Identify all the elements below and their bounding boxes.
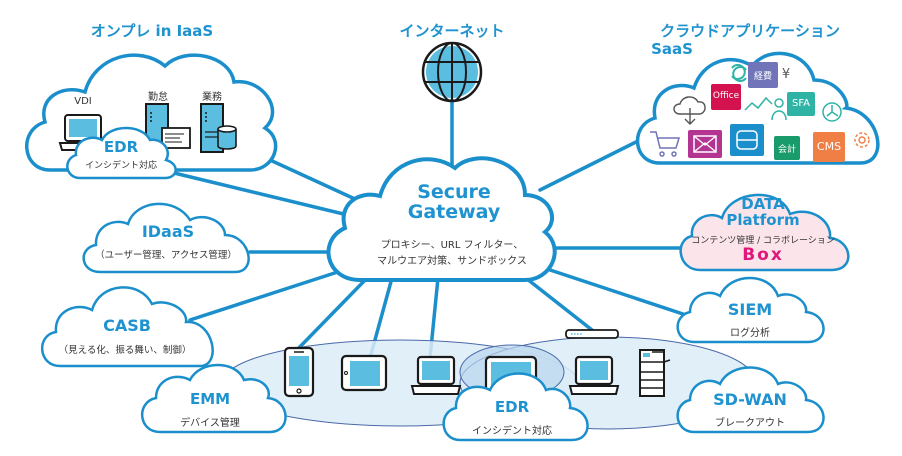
smartphone-icon (283, 346, 315, 398)
line-router (520, 273, 594, 332)
yen-icon: ¥ (781, 67, 791, 82)
line-device-phone (288, 273, 372, 359)
siem-title: SIEM (727, 300, 773, 319)
attendance-label: 勤怠 (148, 92, 168, 103)
line-saas (538, 138, 642, 192)
idaas-title: IDaaS (141, 222, 195, 241)
box-brand-logo: Box (742, 245, 784, 265)
accounting-app-tile (774, 136, 800, 160)
cms-app-tile (813, 132, 845, 162)
data-platform-title-line2: Platform (726, 211, 800, 229)
sfa-app-tile (787, 92, 815, 116)
vdi-label: VDI (74, 96, 92, 107)
casb-title: CASB (103, 316, 151, 335)
laptop-icon-2 (568, 355, 620, 395)
sfa-label: SFA (791, 98, 811, 109)
expense-app-tile (748, 62, 778, 88)
secure-gateway-cloud (326, 156, 557, 282)
onprem-header: オンプレ in IaaS (90, 22, 214, 40)
office-app-tile (711, 84, 741, 110)
laptop-icon (410, 355, 462, 395)
casb-sub: （見える化、振る舞い、制御） (58, 345, 192, 356)
idaas-cloud (82, 202, 250, 274)
data-platform-sub: コンテンツ管理 / コラボレーション (691, 236, 835, 246)
globe-icon (421, 41, 483, 103)
clock-icon (822, 102, 842, 122)
bottom-edr-cloud (442, 372, 589, 442)
gateway-title-line2: Gateway (407, 201, 501, 223)
trend-user-icon (744, 96, 787, 121)
onprem-edr-cloud (66, 126, 177, 180)
business-label: 業務 (202, 92, 222, 103)
sdwan-title: SD-WAN (713, 390, 787, 409)
accounting-label: 会計 (777, 145, 797, 155)
sync-icon (731, 64, 747, 82)
line-siem (533, 263, 697, 320)
database-app-tile (730, 124, 764, 156)
siem-sub: ログ分析 (730, 328, 770, 339)
saas-header-line1: クラウドアプリケーション (660, 22, 840, 40)
data-platform-cloud (679, 193, 850, 272)
line-onprem-edr (168, 170, 362, 220)
office-label: Office (712, 91, 740, 101)
cart-icon (650, 131, 681, 157)
attendance-server-icon (145, 103, 191, 149)
saas-header-line2: SaaS (651, 40, 693, 58)
router-icon (565, 329, 619, 339)
sdwan-cloud (676, 366, 825, 434)
siem-cloud (676, 276, 825, 344)
emm-sub: デバイス管理 (180, 418, 240, 429)
mail-app-tile (688, 130, 722, 158)
gateway-title-line1: Secure (417, 181, 491, 203)
internet-header: インターネット (399, 22, 505, 40)
printer-icon (639, 349, 671, 397)
cloud-download-icon (673, 96, 706, 125)
idaas-sub: （ユーザー管理、アクセス管理） (95, 250, 237, 261)
data-platform-title-line1: DATA (741, 195, 785, 213)
onprem-edr-title: EDR (103, 138, 139, 156)
cms-label: CMS (816, 140, 842, 153)
bottom-edr-title: EDR (494, 398, 530, 416)
gateway-desc-line1: プロキシー、URL フィルター、 (380, 240, 524, 251)
tablet-icon (340, 354, 388, 392)
bottom-edr-sub: インシデント対応 (472, 426, 552, 437)
expense-label: 経費 (753, 72, 773, 82)
onprem-edr-sub: インシデント対応 (84, 161, 158, 171)
line-onprem (268, 158, 370, 207)
emm-cloud (140, 363, 287, 434)
line-casb (188, 266, 352, 322)
business-server-icon (200, 103, 237, 153)
casb-cloud (40, 286, 214, 368)
sdwan-sub: ブレークアウト (715, 418, 785, 429)
gear-icon (854, 132, 870, 148)
connection-lines (168, 98, 697, 360)
gateway-desc-line2: マルウエア対策、サンドボックス (377, 256, 527, 267)
emm-title: EMM (189, 390, 231, 408)
